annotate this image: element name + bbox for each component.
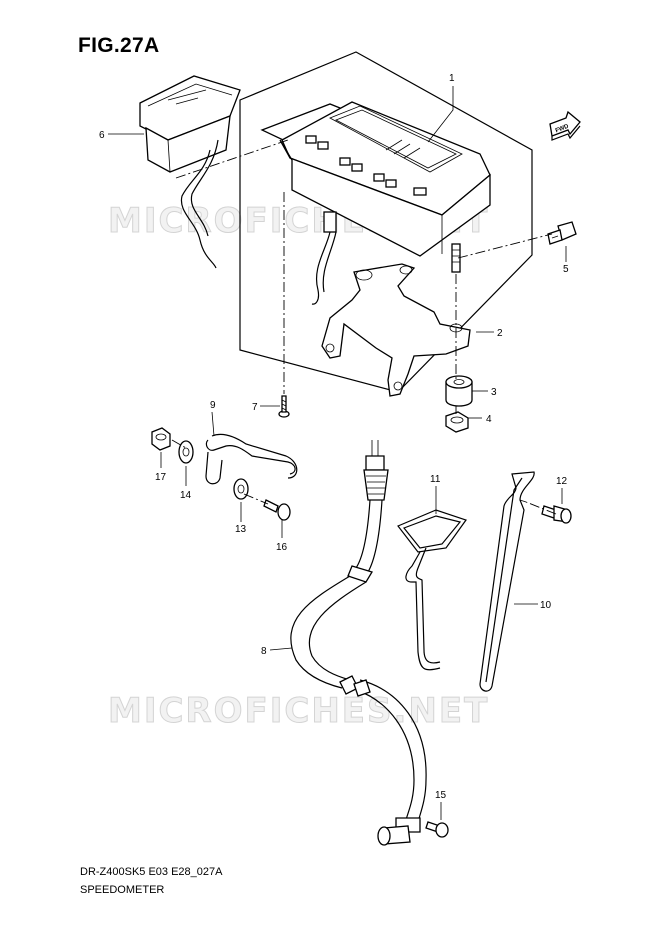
callout-13: 13 xyxy=(235,524,247,535)
assembly-lines xyxy=(171,139,557,515)
callout-12: 12 xyxy=(556,476,568,487)
callout-3: 3 xyxy=(491,387,497,398)
part-8-speedometer-cable[interactable] xyxy=(290,440,427,846)
callout-15: 15 xyxy=(435,790,447,801)
callout-8: 8 xyxy=(261,646,267,657)
part-11-cable-clamp[interactable] xyxy=(397,509,467,671)
part-7-screw[interactable] xyxy=(278,395,290,418)
callout-9: 9 xyxy=(210,400,216,411)
part-15-bolt[interactable] xyxy=(425,821,449,838)
part-13-washer[interactable] xyxy=(233,478,249,500)
callout-7: 7 xyxy=(252,402,258,413)
part-3-rubber-cushion[interactable] xyxy=(445,375,473,407)
leader-lines xyxy=(108,86,567,820)
model-code: DR-Z400SK5 E03 E28_027A xyxy=(80,866,223,878)
callout-11: 11 xyxy=(430,474,441,485)
watermark-bottom: MICROFICHES.NET xyxy=(108,691,489,731)
part-2-bracket[interactable] xyxy=(321,263,471,397)
part-5-bolt[interactable] xyxy=(547,221,577,245)
callout-17: 17 xyxy=(155,472,167,483)
callout-2: 2 xyxy=(497,328,503,339)
fwd-label: FWD xyxy=(555,123,571,134)
section-name: SPEEDOMETER xyxy=(80,884,165,896)
part-1-speedometer[interactable] xyxy=(260,101,491,305)
callout-4: 4 xyxy=(486,414,492,425)
callout-1: 1 xyxy=(449,73,455,84)
subassembly-box xyxy=(239,51,533,393)
callout-16: 16 xyxy=(276,542,288,553)
callout-14: 14 xyxy=(180,490,192,501)
part-17-nut[interactable] xyxy=(151,427,171,451)
part-14-washer[interactable] xyxy=(178,440,194,464)
part-16-screw[interactable] xyxy=(263,499,291,521)
figure-title: FIG.27A xyxy=(78,34,160,57)
callout-numbers: 1 2 3 4 5 6 7 8 9 10 11 12 13 14 15 16 1… xyxy=(99,73,569,801)
callout-5: 5 xyxy=(563,264,569,275)
fwd-direction-badge: FWD xyxy=(549,110,581,141)
callout-10: 10 xyxy=(540,600,552,611)
part-12-bolt[interactable] xyxy=(541,505,572,524)
callout-6: 6 xyxy=(99,130,105,141)
part-4-nut[interactable] xyxy=(445,411,469,433)
part-9-cable-guide[interactable] xyxy=(205,433,298,485)
part-6-meter-cover[interactable] xyxy=(139,75,241,269)
part-10-clamp-strap[interactable] xyxy=(479,471,535,692)
